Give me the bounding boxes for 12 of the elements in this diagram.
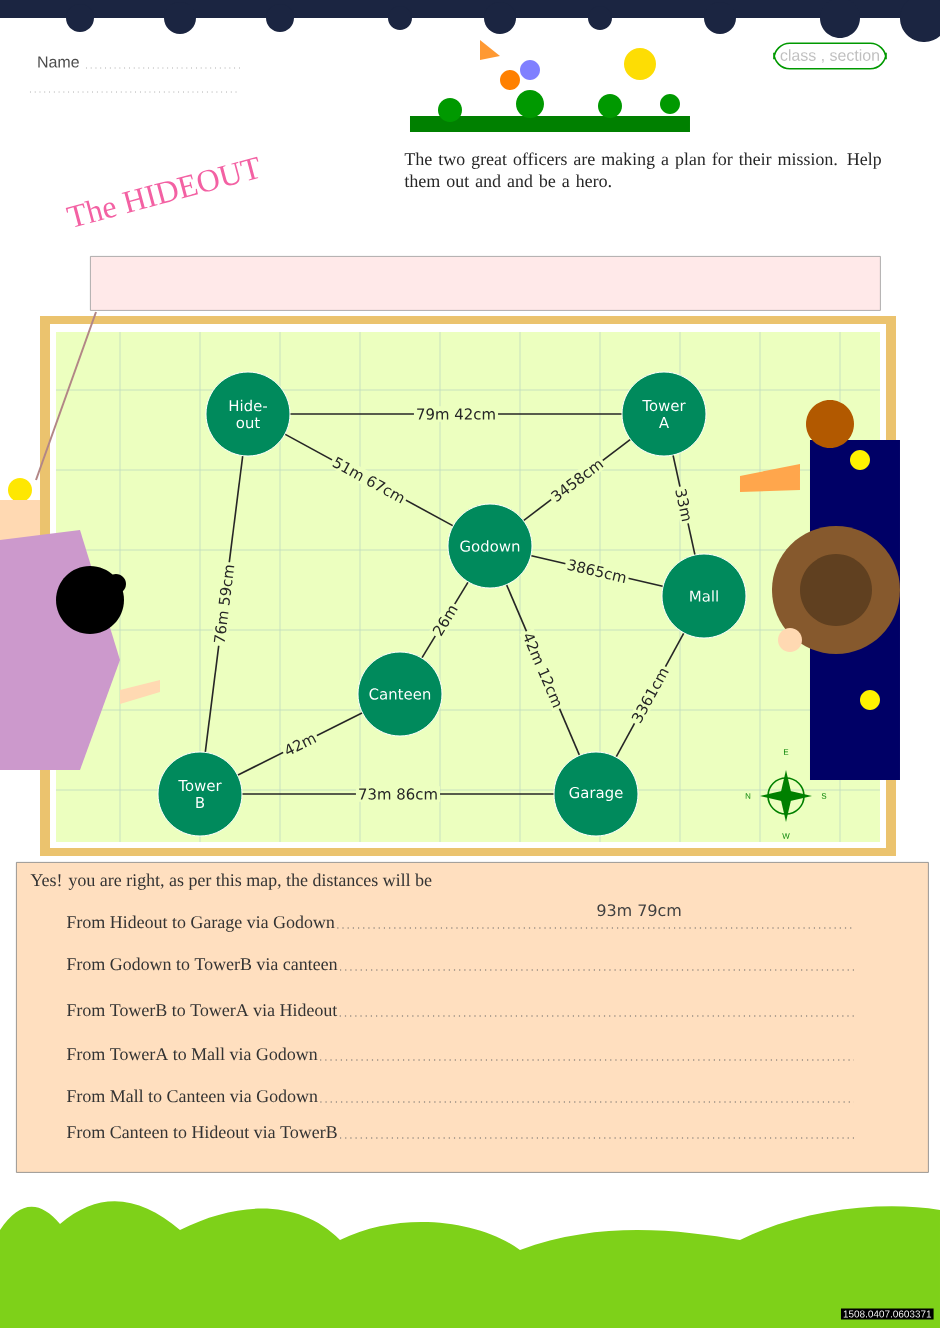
question-line: From TowerA to Mall via Godown (66, 1047, 318, 1061)
question-line: From Hideout to Garage via Godown (66, 915, 335, 932)
panel-heading: Yes! you are right, as per this map, the distances will be (30, 873, 432, 890)
question-line: From Canteen to Hideout via TowerB (66, 1125, 337, 1139)
path-line (672, 454, 696, 556)
question-line: From TowerB to TowerA via Hideout (66, 1003, 338, 1017)
speech-bubble (90, 256, 881, 311)
question-line: From Godown to TowerB via canteen (66, 957, 338, 971)
intro-text: The two great officers are making a plan for their mission. Help them out and and be a hero. (404, 152, 881, 188)
question-line: From Mall to Canteen via Godown (66, 1089, 318, 1103)
path-line (421, 581, 469, 659)
path-line (237, 712, 363, 776)
